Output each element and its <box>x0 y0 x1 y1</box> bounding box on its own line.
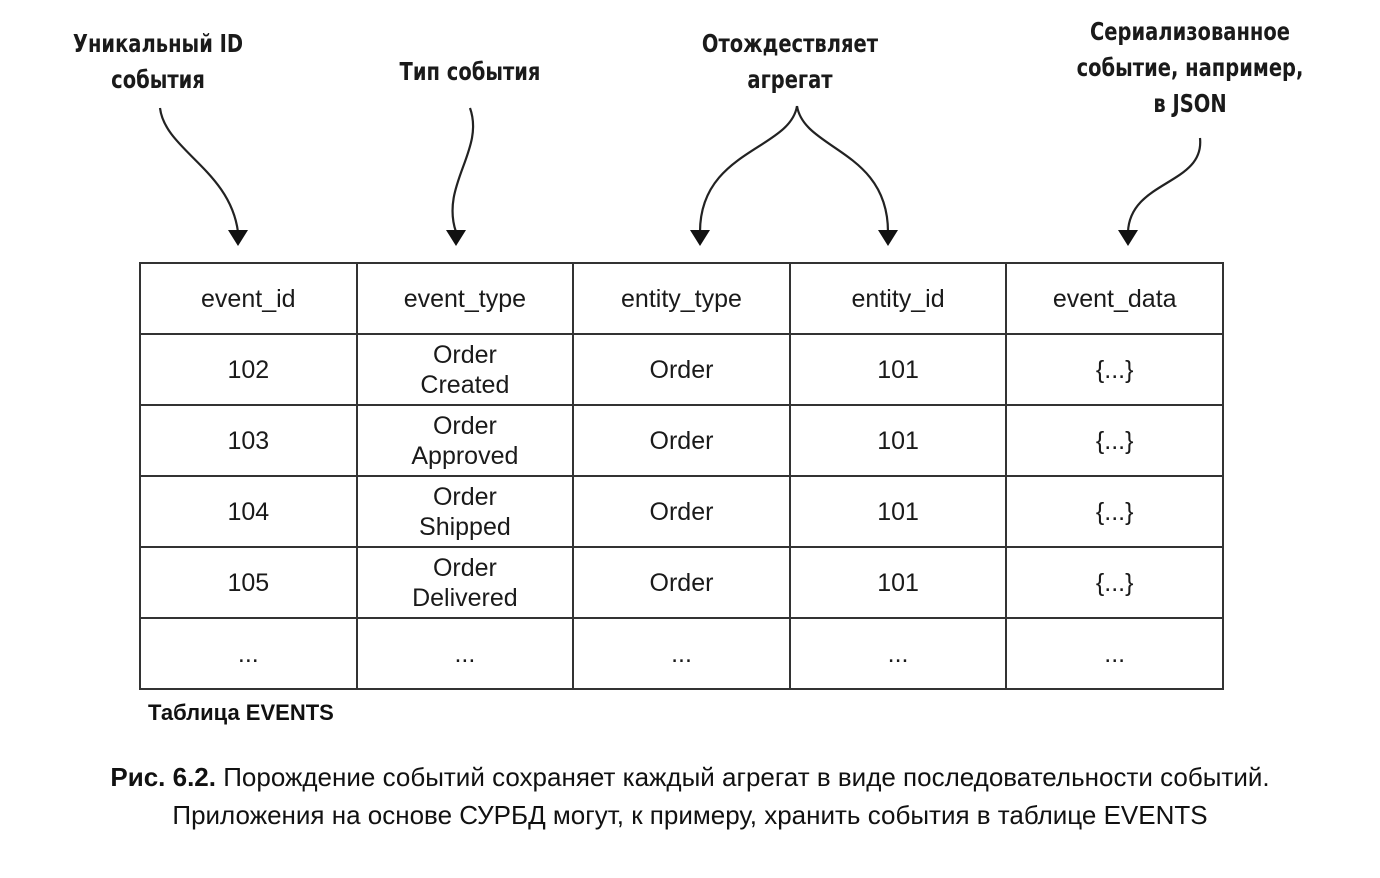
events-table: event_id event_type entity_type entity_i… <box>139 262 1224 690</box>
figure-caption-text: Порождение событий сохраняет каждый агре… <box>215 762 1270 792</box>
figure-label: Рис. 6.2. <box>110 762 216 792</box>
cell-line: Order <box>432 482 497 511</box>
arrow-unique-id <box>158 107 240 233</box>
callout-line: агрегат <box>747 65 833 94</box>
cell-line: Order <box>432 553 497 582</box>
cell-event-id: 105 <box>139 546 358 619</box>
arrow-aggregate-right <box>795 105 890 233</box>
cell-entity-type: ... <box>572 617 791 690</box>
cell-entity-type: Order <box>572 546 791 619</box>
cell-event-id: 104 <box>139 475 358 548</box>
cell-event-type: Order Shipped <box>355 475 575 548</box>
callout-line: событие, например, <box>1076 53 1304 82</box>
cell-line: Created <box>420 370 510 399</box>
cell-entity-type: Order <box>572 333 791 406</box>
callout-line: в JSON <box>1153 89 1227 118</box>
cell-entity-id: 101 <box>788 333 1008 406</box>
cell-line: Delivered <box>412 583 518 612</box>
arrow-event-type <box>451 107 475 233</box>
callout-aggregate: Отождествляет агрегат <box>689 26 892 98</box>
cell-event-type: Order Approved <box>355 404 575 477</box>
header-event-data: event_data <box>1005 262 1224 335</box>
arrow-head <box>1118 230 1138 246</box>
cell-line: Approved <box>411 441 519 470</box>
cell-event-data: {...} <box>1005 475 1224 548</box>
header-event-type: event_type <box>355 262 575 335</box>
cell-event-type: Order Created <box>355 333 575 406</box>
cell-event-data: {...} <box>1005 333 1224 406</box>
callout-event-type: Тип события <box>384 54 556 90</box>
table-row: 102 Order Created Order 101 {...} <box>139 333 1224 406</box>
table-caption: Таблица EVENTS <box>148 700 334 725</box>
cell-event-id: ... <box>139 617 358 690</box>
figure-caption: Рис. 6.2. Порождение событий сохраняет к… <box>20 758 1360 834</box>
table-row: 103 Order Approved Order 101 {...} <box>139 404 1224 477</box>
cell-event-type: Order Delivered <box>355 546 575 619</box>
callout-serialized: Сериализованное событие, например, в JSO… <box>1073 14 1307 122</box>
figure-caption-line-1: Рис. 6.2. Порождение событий сохраняет к… <box>20 758 1360 796</box>
cell-line: Order <box>432 340 497 369</box>
cell-entity-type: Order <box>572 404 791 477</box>
callout-line: Тип события <box>399 57 541 86</box>
table-header-row: event_id event_type entity_type entity_i… <box>139 262 1224 335</box>
cell-event-id: 102 <box>139 333 358 406</box>
header-entity-type: entity_type <box>572 262 791 335</box>
arrow-head <box>878 230 898 246</box>
cell-event-id: 103 <box>139 404 358 477</box>
cell-event-data: {...} <box>1005 546 1224 619</box>
cell-line: Order <box>432 411 497 440</box>
callout-line: Уникальный ID <box>72 29 244 58</box>
cell-entity-id: 101 <box>788 475 1008 548</box>
cell-entity-id: 101 <box>788 546 1008 619</box>
cell-event-data: {...} <box>1005 404 1224 477</box>
table-row: 104 Order Shipped Order 101 {...} <box>139 475 1224 548</box>
arrow-head <box>228 230 248 246</box>
arrow-serialized <box>1126 137 1202 233</box>
arrow-head <box>446 230 466 246</box>
callout-unique-id: Уникальный ID события <box>72 26 244 98</box>
cell-entity-type: Order <box>572 475 791 548</box>
table-row: 105 Order Delivered Order 101 {...} <box>139 546 1224 619</box>
header-event-id: event_id <box>139 262 358 335</box>
arrow-head <box>690 230 710 246</box>
table-row: ... ... ... ... ... <box>139 617 1224 690</box>
cell-entity-id: ... <box>788 617 1008 690</box>
callout-line: события <box>111 65 205 94</box>
callout-line: Сериализованное <box>1089 17 1291 46</box>
header-entity-id: entity_id <box>788 262 1008 335</box>
cell-line: Shipped <box>419 512 511 541</box>
arrow-aggregate-left <box>698 105 799 233</box>
figure-caption-line-2: Приложения на основе СУРБД могут, к прим… <box>172 800 1208 830</box>
callout-line: Отождествляет <box>701 29 879 58</box>
cell-event-data: ... <box>1005 617 1224 690</box>
cell-entity-id: 101 <box>788 404 1008 477</box>
cell-event-type: ... <box>355 617 575 690</box>
